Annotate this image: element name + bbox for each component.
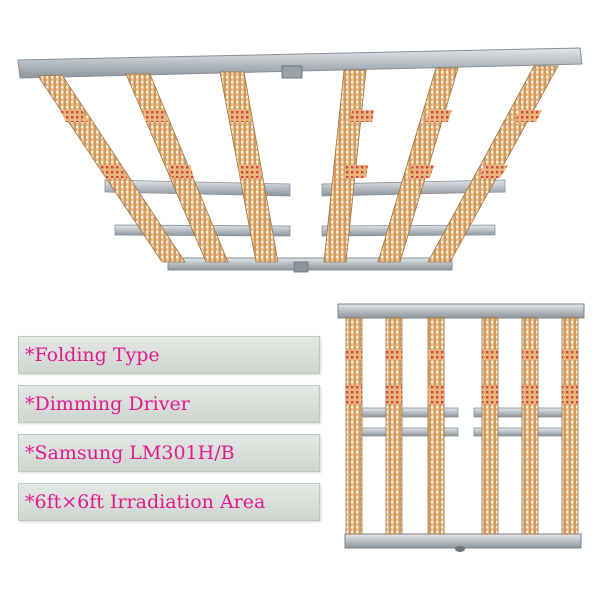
- led-bar: [427, 317, 445, 535]
- feature-label: *Dimming Driver: [18, 385, 320, 423]
- top-light-fixture: [17, 47, 583, 273]
- top-led-bars: [37, 65, 559, 263]
- feature-text: *Samsung LM301H/B: [25, 442, 235, 464]
- feature-text: *Dimming Driver: [25, 393, 190, 415]
- led-bar: [385, 317, 403, 535]
- top-rail: [17, 47, 583, 79]
- front-bottom-rail: [344, 533, 582, 549]
- feature-text: *6ft×6ft Irradiation Area: [25, 491, 266, 513]
- front-led-bars: [345, 317, 579, 535]
- front-top-rail: [337, 303, 585, 319]
- feature-label: *6ft×6ft Irradiation Area: [18, 483, 320, 521]
- feature-label: *Samsung LM301H/B: [18, 434, 320, 472]
- front-light-fixture: [337, 303, 585, 552]
- feature-text: *Folding Type: [25, 344, 160, 366]
- led-bar: [481, 317, 499, 535]
- led-bar: [521, 317, 539, 535]
- feature-label: *Folding Type: [18, 336, 320, 374]
- led-bar: [345, 317, 363, 535]
- led-bar: [561, 317, 579, 535]
